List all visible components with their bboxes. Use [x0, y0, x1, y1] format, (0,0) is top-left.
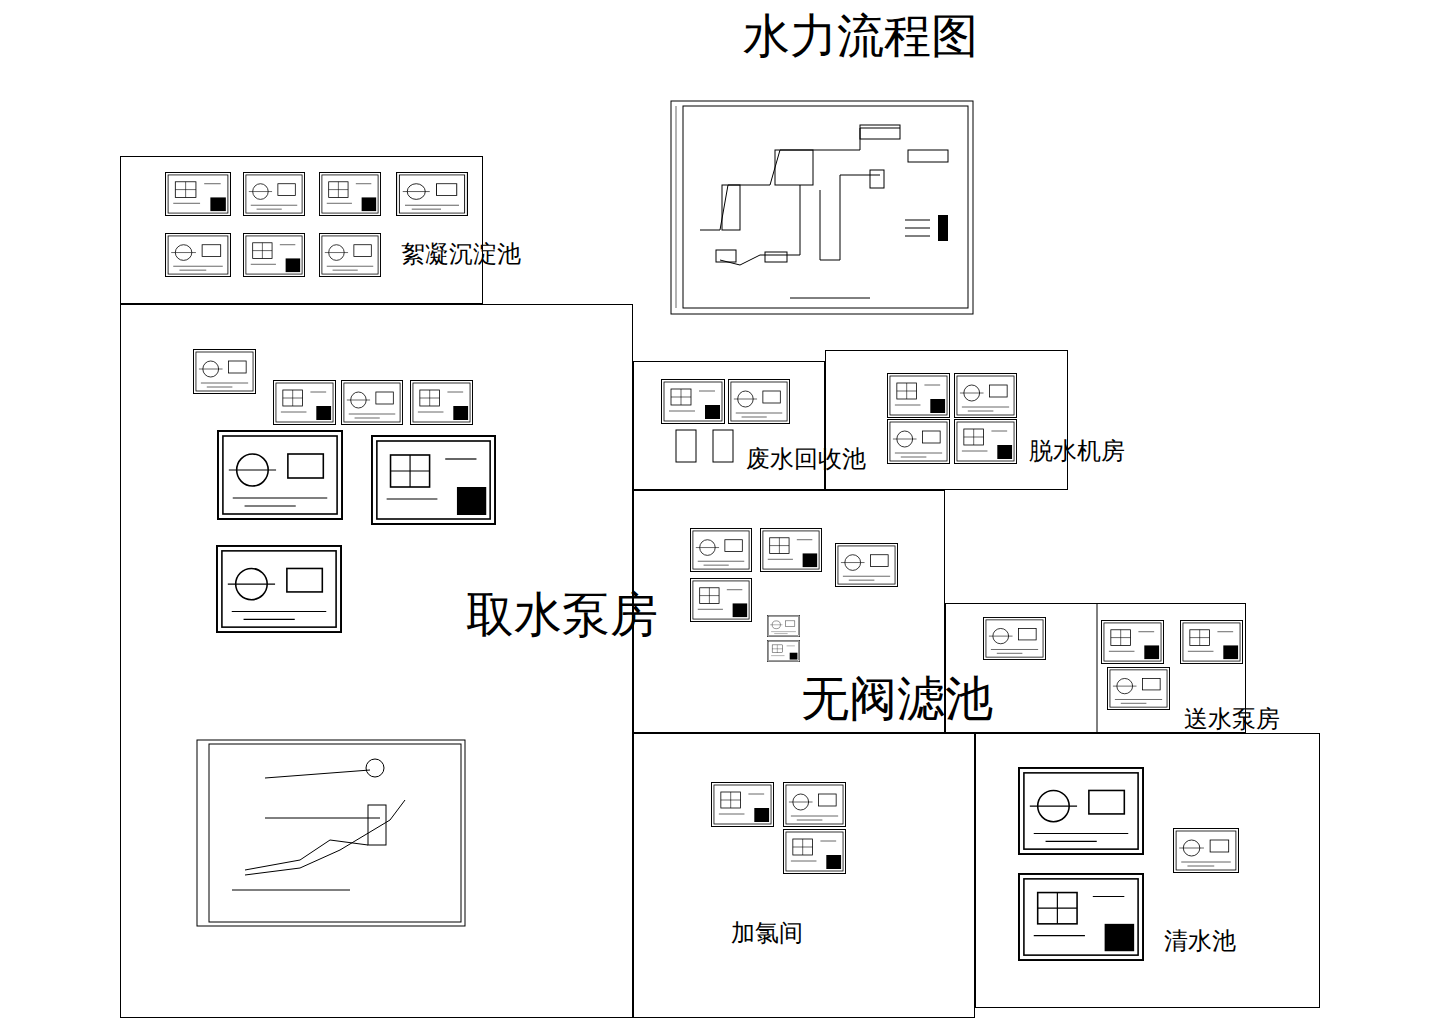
- drawing-region: 送水泵房: [945, 603, 1246, 733]
- region-label: 清水池: [1164, 929, 1236, 953]
- region-label: 送水泵房: [1184, 707, 1280, 731]
- region-label: 脱水机房: [1029, 439, 1125, 463]
- drawing-region: 絮凝沉淀池: [120, 156, 483, 304]
- region-label: 无阀滤池: [801, 674, 993, 722]
- region-label: 废水回收池: [746, 447, 866, 471]
- sheet-title: 水力流程图: [743, 12, 978, 59]
- drawing-region: 清水池: [975, 733, 1320, 1008]
- drawing-region: 脱水机房: [825, 350, 1068, 490]
- drawing-region: 无阀滤池: [633, 490, 945, 733]
- region-label: 絮凝沉淀池: [401, 242, 521, 266]
- region-label: 取水泵房: [466, 590, 658, 638]
- drawing-region: 取水泵房: [120, 304, 633, 1018]
- region-label: 加氯间: [731, 921, 803, 945]
- drawing-region: 废水回收池: [633, 361, 825, 490]
- drawing-region: 加氯间: [633, 733, 975, 1018]
